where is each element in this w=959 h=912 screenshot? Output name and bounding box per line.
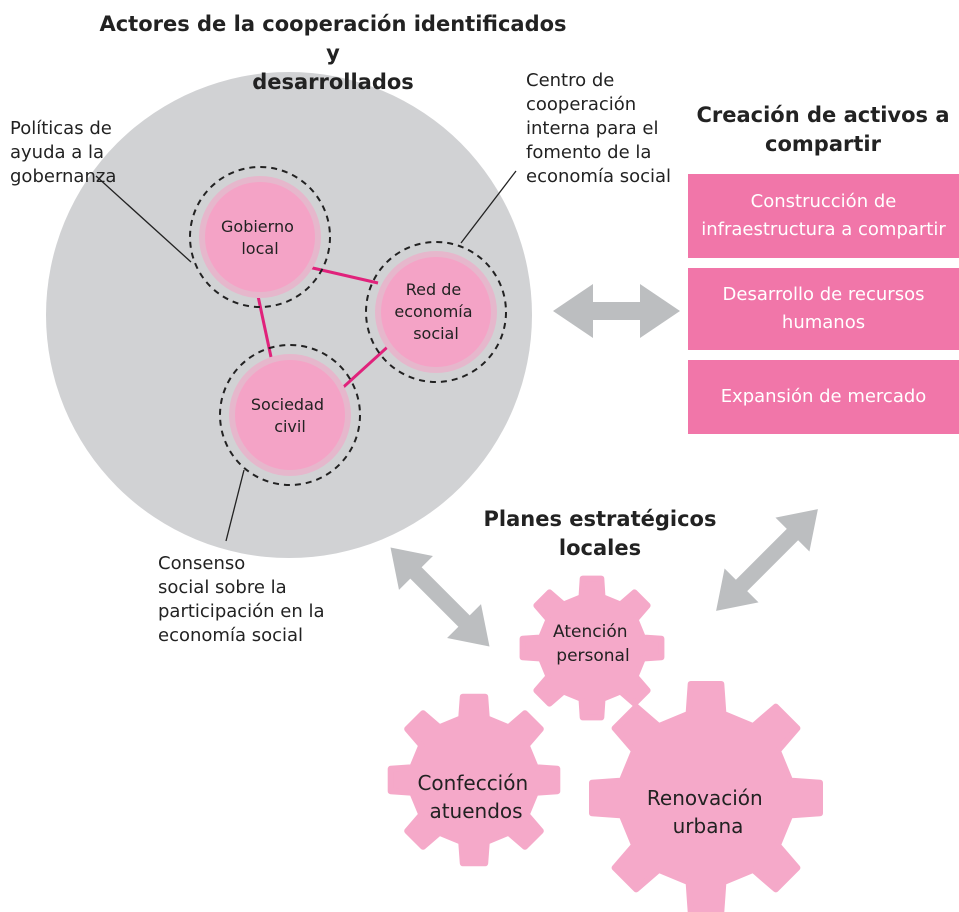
assets-title: Creación de activos a compartir	[696, 103, 950, 156]
link-red-sociedad	[336, 340, 395, 394]
note-centro: Centro de cooperación interna para el fo…	[526, 70, 672, 187]
leader-line-consenso	[225, 469, 245, 542]
link-gobierno-sociedad	[256, 295, 273, 358]
leader-line-politicas	[95, 175, 192, 263]
note-politicas: Políticas de ayuda a la gobernanza	[10, 118, 117, 187]
gear-renovacion-label: Renovación urbana	[647, 786, 769, 838]
gear-confeccion	[387, 693, 561, 867]
link-gobierno-red	[303, 264, 379, 285]
actors-circle	[46, 72, 532, 558]
asset-box-recursos-humanos: Desarrollo de recursos humanos	[688, 268, 959, 350]
asset-box-infraestructura: Construcción de infraestructura a compar…	[688, 174, 959, 258]
node-red-label: Red de economía social	[394, 280, 477, 343]
node-sociedad-civil: Sociedad civil	[219, 344, 361, 486]
leader-line-centro	[460, 170, 517, 244]
gear-confeccion-label: Confección atuendos	[417, 771, 534, 823]
double-arrow-horizontal	[553, 284, 680, 338]
gear-renovacion	[589, 681, 823, 912]
node-sociedad-label: Sociedad civil	[251, 395, 329, 436]
node-red-economia-social: Red de economía social	[365, 241, 507, 383]
asset-box-expansion-mercado: Expansión de mercado	[688, 360, 959, 434]
node-gobierno-label: Gobierno local	[221, 217, 299, 258]
gear-atencion	[519, 575, 665, 721]
actors-title: Actores de la cooperación identificados …	[99, 12, 567, 94]
double-arrow-diagonal-right	[716, 509, 818, 611]
double-arrow-diagonal-left	[390, 547, 490, 647]
gear-atencion-label: Atención personal	[553, 622, 633, 666]
note-consenso: Consenso social sobre la participación e…	[158, 553, 325, 646]
node-gobierno-local: Gobierno local	[189, 166, 331, 308]
plans-title: Planes estratégicos locales	[483, 507, 717, 560]
gears-group	[387, 575, 823, 912]
